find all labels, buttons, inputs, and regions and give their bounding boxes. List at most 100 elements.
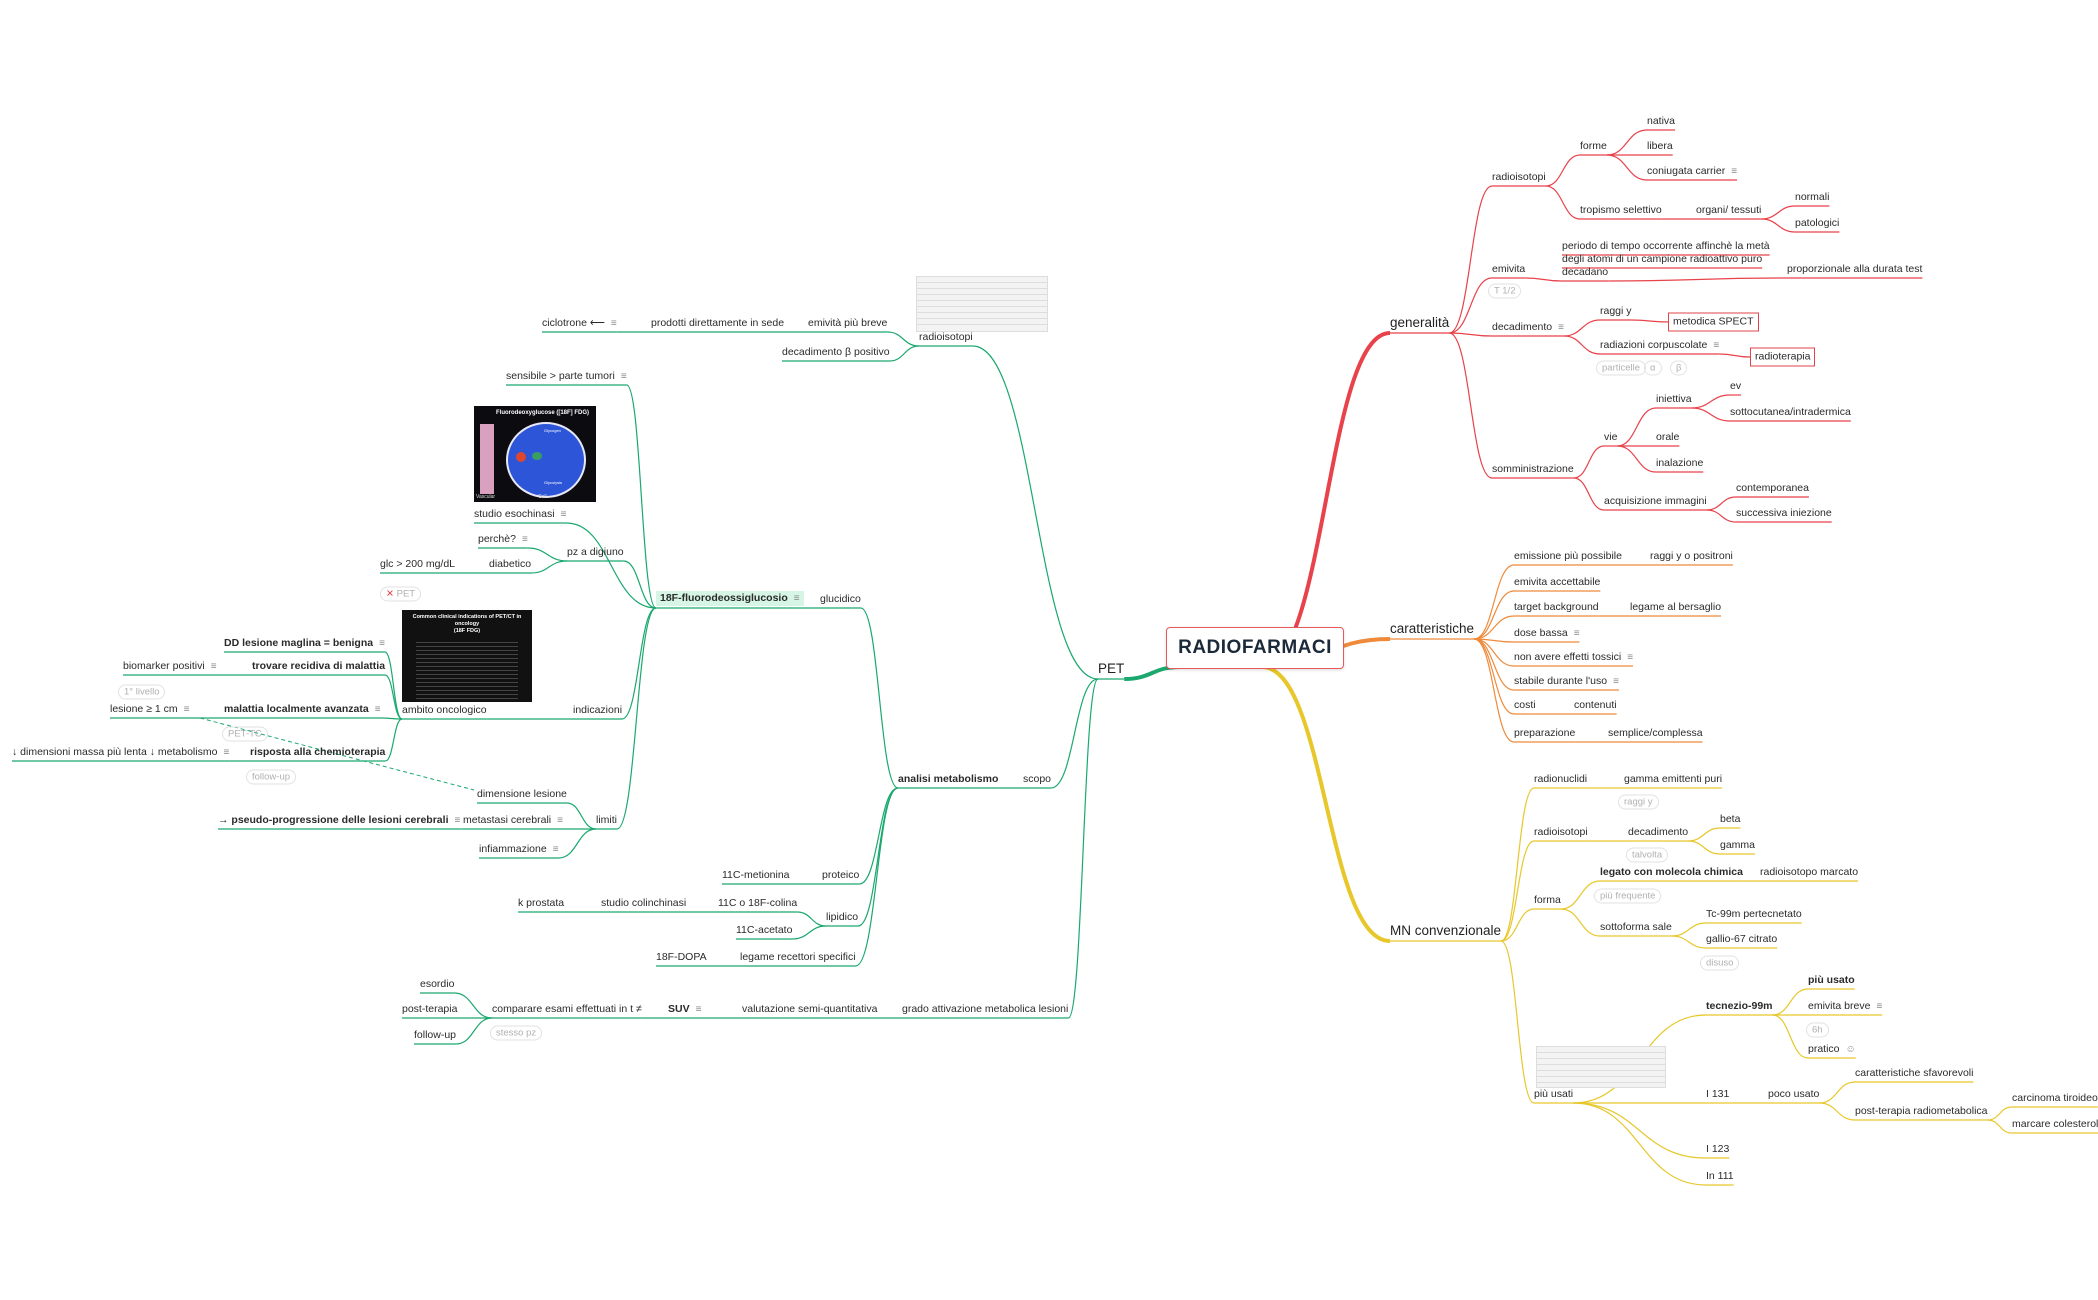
- node-nativa[interactable]: nativa: [1647, 115, 1675, 128]
- node-scopo[interactable]: scopo: [1023, 773, 1051, 786]
- node-emivita_pb[interactable]: emività più breve: [808, 317, 887, 330]
- node-prostata[interactable]: k prostata: [518, 897, 564, 910]
- node-coniugata[interactable]: coniugata carrier≡: [1647, 165, 1737, 178]
- node-i123[interactable]: I 123: [1706, 1143, 1729, 1156]
- node-alpha[interactable]: α: [1644, 360, 1662, 376]
- node-proporzionale[interactable]: proporzionale alla durata test: [1787, 263, 1922, 276]
- node-tropismo[interactable]: tropismo selettivo: [1580, 204, 1662, 217]
- node-emivita_acc[interactable]: emivita accettabile: [1514, 576, 1600, 589]
- node-decadimento[interactable]: decadimento≡: [1492, 321, 1564, 334]
- node-emivita_def0[interactable]: periodo di tempo occorrente affinchè la …: [1562, 240, 1770, 253]
- node-analisi[interactable]: analisi metabolismo: [898, 773, 998, 786]
- node-post_terapia[interactable]: post-terapia radiometabolica: [1855, 1105, 1988, 1118]
- node-ciclotrone[interactable]: ciclotrone ⟵≡: [542, 317, 617, 330]
- notes-icon[interactable]: ≡: [521, 534, 528, 545]
- node-disuso[interactable]: disuso: [1700, 955, 1740, 971]
- oncology-indications-image[interactable]: Common clinical indications of PET/CT in…: [402, 610, 532, 702]
- node-colinchinasi[interactable]: studio colinchinasi: [601, 897, 686, 910]
- notes-icon[interactable]: ≡: [793, 593, 800, 604]
- node-effetti[interactable]: non avere effetti tossici≡: [1514, 651, 1633, 664]
- notes-icon[interactable]: ≡: [374, 704, 381, 715]
- node-indicazioni[interactable]: indicazioni: [573, 704, 622, 717]
- node-generalita[interactable]: generalità: [1390, 315, 1449, 331]
- node-organi[interactable]: organi/ tessuti: [1696, 204, 1761, 217]
- node-lipidico[interactable]: lipidico: [826, 911, 858, 924]
- node-follow_up_ghost[interactable]: follow-up: [246, 769, 297, 785]
- node-target[interactable]: target background: [1514, 601, 1599, 614]
- node-radioisotopi2[interactable]: radioisotopi: [1534, 826, 1588, 839]
- node-proteico[interactable]: proteico: [822, 869, 859, 882]
- node-somministrazione[interactable]: somministrazione: [1492, 463, 1574, 476]
- node-carcinoma[interactable]: carcinoma tiroideo: [2012, 1092, 2098, 1105]
- node-fdg[interactable]: 18F-fluorodeossiglucosio≡: [656, 591, 804, 606]
- notes-icon[interactable]: ≡: [1558, 322, 1564, 333]
- node-glucidico[interactable]: glucidico: [820, 593, 861, 606]
- notes-icon[interactable]: ≡: [1876, 1001, 1883, 1012]
- node-tc_pert[interactable]: Tc-99m pertecnetato: [1706, 908, 1802, 921]
- node-piu_usati[interactable]: più usati: [1534, 1088, 1573, 1101]
- notes-icon[interactable]: ≡: [620, 371, 627, 382]
- node-sensibile[interactable]: sensibile > parte tumori≡: [506, 370, 627, 383]
- fdg-cell-diagram-image[interactable]: Fluorodeoxyglucose ([18F] FDG) Vascular …: [474, 406, 596, 502]
- node-lesione[interactable]: lesione ≥ 1 cm≡: [110, 703, 189, 716]
- node-forma[interactable]: forma: [1534, 894, 1561, 907]
- node-radioisotopo_marcato[interactable]: radioisotopo marcato: [1760, 866, 1858, 879]
- node-successiva[interactable]: successiva iniezione: [1736, 507, 1832, 520]
- node-comparare[interactable]: comparare esami effettuati in t ≠: [492, 1003, 642, 1016]
- node-vie[interactable]: vie: [1604, 431, 1617, 444]
- node-in111[interactable]: In 111: [1706, 1170, 1734, 1183]
- node-gallio[interactable]: gallio-67 citrato: [1706, 933, 1777, 946]
- node-valutazione[interactable]: valutazione semi-quantitativa: [742, 1003, 877, 1016]
- node-suv[interactable]: SUV≡: [668, 1003, 701, 1016]
- node-colina[interactable]: 11C o 18F-colina: [718, 897, 797, 910]
- node-contenuti[interactable]: contenuti: [1574, 699, 1617, 712]
- node-post_terapia_l[interactable]: post-terapia: [402, 1003, 457, 1016]
- node-l-radioisotopi[interactable]: radioisotopi: [919, 331, 973, 344]
- node-corpuscolate[interactable]: radiazioni corpuscolate≡: [1600, 339, 1719, 352]
- node-libera[interactable]: libera: [1647, 140, 1673, 153]
- node-malattia_avanzata[interactable]: malattia localmente avanzata≡: [224, 703, 381, 716]
- node-sottocutanea[interactable]: sottocutanea/intradermica: [1730, 406, 1851, 419]
- node-decadimento2[interactable]: decadimento: [1628, 826, 1688, 839]
- node-spect[interactable]: metodica SPECT: [1668, 312, 1759, 332]
- node-stesso_pz[interactable]: stesso pz: [490, 1025, 543, 1041]
- node-perche[interactable]: perchè?≡: [478, 533, 528, 546]
- node-metastasi[interactable]: metastasi cerebrali≡: [463, 814, 563, 827]
- node-raggi_positroni[interactable]: raggi y o positroni: [1650, 550, 1733, 563]
- notes-icon[interactable]: ≡: [1627, 652, 1634, 663]
- node-talvolta[interactable]: talvolta: [1626, 847, 1669, 863]
- node-ev[interactable]: ev: [1730, 380, 1741, 393]
- node-iniettiva[interactable]: iniettiva: [1656, 393, 1692, 406]
- node-six_h[interactable]: 6h: [1806, 1022, 1829, 1038]
- node-emivita_def1[interactable]: degli atomi di un campione radioattivo p…: [1562, 253, 1762, 266]
- notes-icon[interactable]: ≡: [1731, 166, 1738, 177]
- node-emivita[interactable]: emivita: [1492, 263, 1525, 276]
- node-follow_up[interactable]: follow-up: [414, 1029, 456, 1042]
- notes-icon[interactable]: ≡: [183, 704, 190, 715]
- node-piu_usato[interactable]: più usato: [1808, 974, 1855, 987]
- notes-icon[interactable]: ≡: [379, 638, 385, 649]
- node-marcare[interactable]: marcare colesterolo: [2012, 1118, 2098, 1131]
- node-sottoforma[interactable]: sottoforma sale: [1600, 921, 1672, 934]
- node-pet[interactable]: PET: [1098, 661, 1124, 677]
- notes-icon[interactable]: ≡: [557, 815, 563, 826]
- node-patologici[interactable]: patologici: [1795, 217, 1839, 230]
- node-prodotti[interactable]: prodotti direttamente in sede: [651, 317, 784, 330]
- node-car_sfav[interactable]: caratteristiche sfavorevoli: [1855, 1067, 1973, 1080]
- node-emivita_def2[interactable]: decadano: [1562, 266, 1608, 279]
- node-esochinasi[interactable]: studio esochinasi≡: [474, 508, 566, 521]
- node-digiuno[interactable]: pz a digiuno: [567, 546, 624, 559]
- mn-isotopes-table-thumbnail[interactable]: [1536, 1046, 1666, 1088]
- notes-icon[interactable]: ≡: [610, 318, 617, 329]
- node-forme[interactable]: forme: [1580, 140, 1607, 153]
- notes-icon[interactable]: ≡: [454, 815, 461, 826]
- node-acquisizione[interactable]: acquisizione immagini: [1604, 495, 1707, 508]
- node-infiammazione[interactable]: infiammazione≡: [479, 843, 559, 856]
- node-caratteristiche[interactable]: caratteristiche: [1390, 621, 1474, 637]
- node-gamma[interactable]: gamma: [1720, 839, 1755, 852]
- node-diabetico[interactable]: diabetico: [489, 558, 531, 571]
- notes-icon[interactable]: ≡: [552, 844, 559, 855]
- node-normali[interactable]: normali: [1795, 191, 1829, 204]
- node-risposta[interactable]: risposta alla chemioterapia: [250, 746, 385, 759]
- node-costi[interactable]: costi: [1514, 699, 1536, 712]
